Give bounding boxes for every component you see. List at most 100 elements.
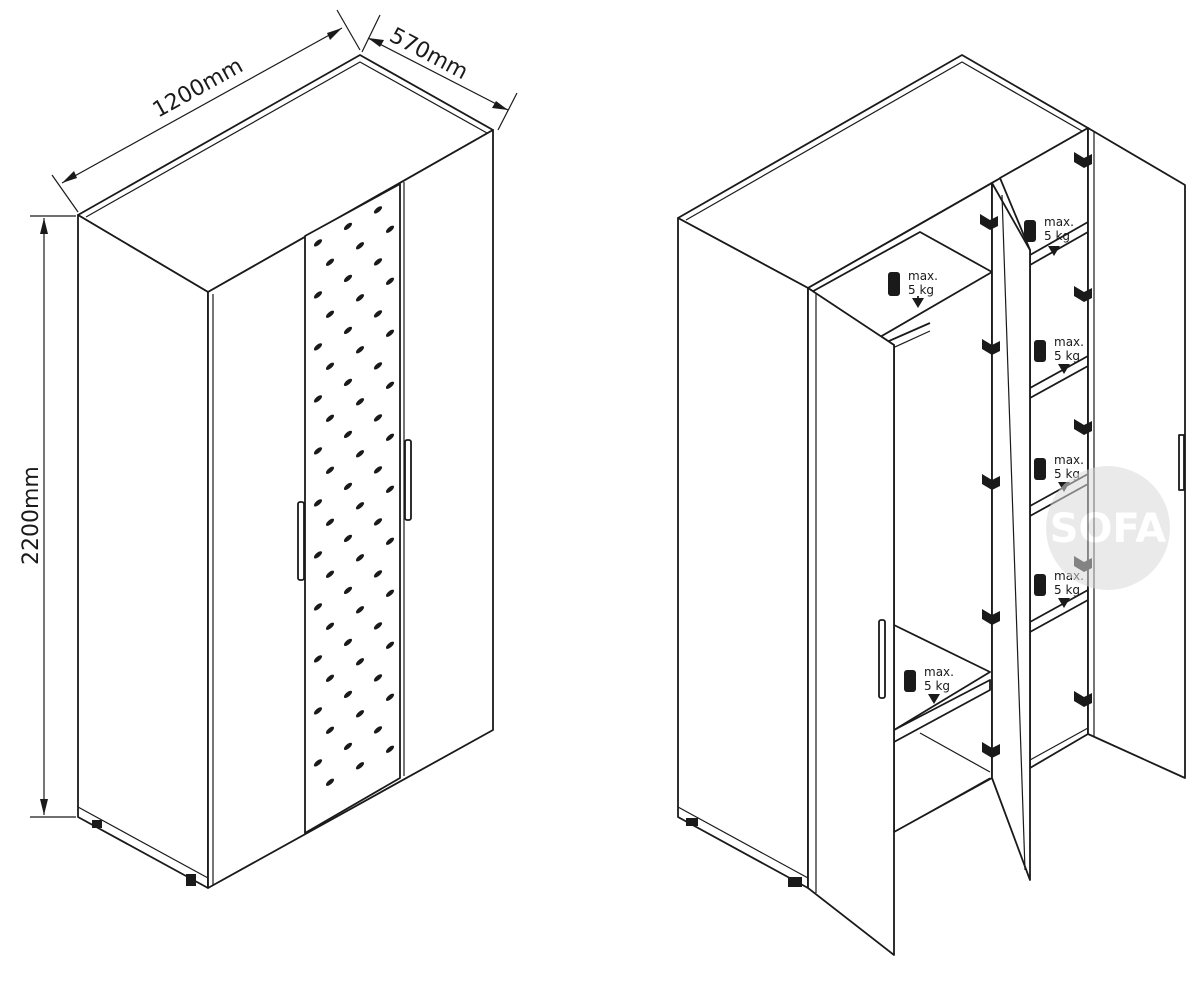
pattern-leaf: [325, 622, 335, 630]
pattern-leaf: [385, 329, 395, 337]
open-left-door: [807, 287, 895, 956]
load-weight: 5 kg: [1054, 583, 1080, 597]
pattern-leaf: [313, 707, 323, 715]
pattern-leaf: [355, 242, 365, 250]
load-max: max.: [1054, 335, 1084, 349]
pattern-leaf: [373, 206, 383, 214]
load-weight: 5 kg: [924, 679, 950, 693]
open-right-door: [1087, 127, 1186, 779]
arrow-head: [327, 28, 342, 40]
extension-line: [51, 174, 79, 213]
pattern-leaf: [373, 570, 383, 578]
pattern-leaf: [313, 291, 323, 299]
pattern-leaf: [343, 482, 353, 490]
height-label: 2200mm: [19, 466, 44, 565]
load-max: max.: [908, 269, 938, 283]
sofa-watermark: SOFA: [1046, 466, 1170, 590]
pattern-leaf: [343, 742, 353, 750]
pattern-leaf: [313, 239, 323, 247]
pattern-leaf: [385, 225, 395, 233]
hinge: [982, 609, 1000, 625]
pattern-leaf: [373, 622, 383, 630]
pattern-leaf: [385, 589, 395, 597]
patterned-center-door: [304, 183, 401, 834]
pattern-leaf: [313, 395, 323, 403]
pattern-leaf: [343, 378, 353, 386]
open-wardrobe: max. 5 kg max. 5 kg max. 5 kg max. 5 kg …: [677, 54, 1186, 956]
pattern-leaf: [313, 759, 323, 767]
load-max: max.: [1044, 215, 1074, 229]
pattern-leaf: [373, 362, 383, 370]
pattern-leaf: [343, 430, 353, 438]
down-arrow-icon: [1058, 598, 1070, 608]
pattern-leaf: [355, 658, 365, 666]
down-arrow-icon: [1058, 364, 1070, 374]
pattern-leaf: [313, 447, 323, 455]
pattern-leaf: [373, 258, 383, 266]
weight-icon: [1034, 340, 1046, 362]
pattern-leaf: [385, 277, 395, 285]
foot: [686, 818, 698, 826]
extension-line: [361, 14, 381, 53]
pattern-leaf: [343, 274, 353, 282]
down-arrow-icon: [1048, 246, 1060, 256]
pattern-leaf: [385, 433, 395, 441]
weight-icon: [1024, 220, 1036, 242]
arrow-head: [62, 171, 77, 183]
pattern-leaf: [373, 466, 383, 474]
load-label-top-left: max. 5 kg: [888, 269, 938, 308]
foot: [186, 874, 196, 886]
pattern-leaf: [325, 310, 335, 318]
extension-line: [336, 9, 361, 51]
door-pattern: [313, 206, 395, 786]
load-label-top-right: max. 5 kg: [1024, 215, 1074, 256]
base-line: [893, 777, 991, 833]
pattern-leaf: [325, 414, 335, 422]
right-door-handle: [404, 439, 412, 521]
load-max: max.: [1054, 453, 1084, 467]
weight-icon: [1034, 458, 1046, 480]
closed-wardrobe: [77, 54, 494, 889]
pattern-leaf: [385, 381, 395, 389]
pattern-leaf: [313, 603, 323, 611]
foot: [92, 820, 102, 828]
pattern-leaf: [385, 745, 395, 753]
pattern-leaf: [355, 554, 365, 562]
foot: [788, 877, 802, 887]
width-dimension-line: [61, 27, 343, 184]
pattern-leaf: [355, 346, 365, 354]
pattern-leaf: [325, 362, 335, 370]
pattern-leaf: [325, 518, 335, 526]
arrow-head: [492, 101, 508, 110]
load-label-right-2: max. 5 kg: [1034, 335, 1084, 374]
watermark-text: SOFA: [1050, 506, 1167, 552]
pattern-leaf: [355, 710, 365, 718]
pattern-leaf: [313, 551, 323, 559]
load-weight: 5 kg: [1054, 349, 1080, 363]
cabinet-side: [77, 214, 209, 889]
pattern-leaf: [343, 586, 353, 594]
arrow-head: [368, 38, 384, 47]
pattern-leaf: [355, 502, 365, 510]
load-label-bottom-left: max. 5 kg: [904, 665, 954, 704]
pattern-leaf: [355, 398, 365, 406]
pattern-leaf: [313, 655, 323, 663]
hinge: [980, 214, 998, 230]
pattern-leaf: [325, 778, 335, 786]
weight-icon: [904, 670, 916, 692]
middle-door-edge: [1001, 194, 1026, 871]
pattern-leaf: [373, 726, 383, 734]
pattern-leaf: [373, 518, 383, 526]
pattern-leaf: [373, 674, 383, 682]
pattern-leaf: [385, 537, 395, 545]
pattern-leaf: [325, 466, 335, 474]
pattern-leaf: [385, 641, 395, 649]
pattern-leaf: [313, 499, 323, 507]
open-door-handle: [878, 619, 886, 699]
open-middle-door: [991, 182, 1031, 881]
watermark-circle: [1046, 466, 1170, 590]
pattern-leaf: [343, 690, 353, 698]
pattern-leaf: [325, 726, 335, 734]
